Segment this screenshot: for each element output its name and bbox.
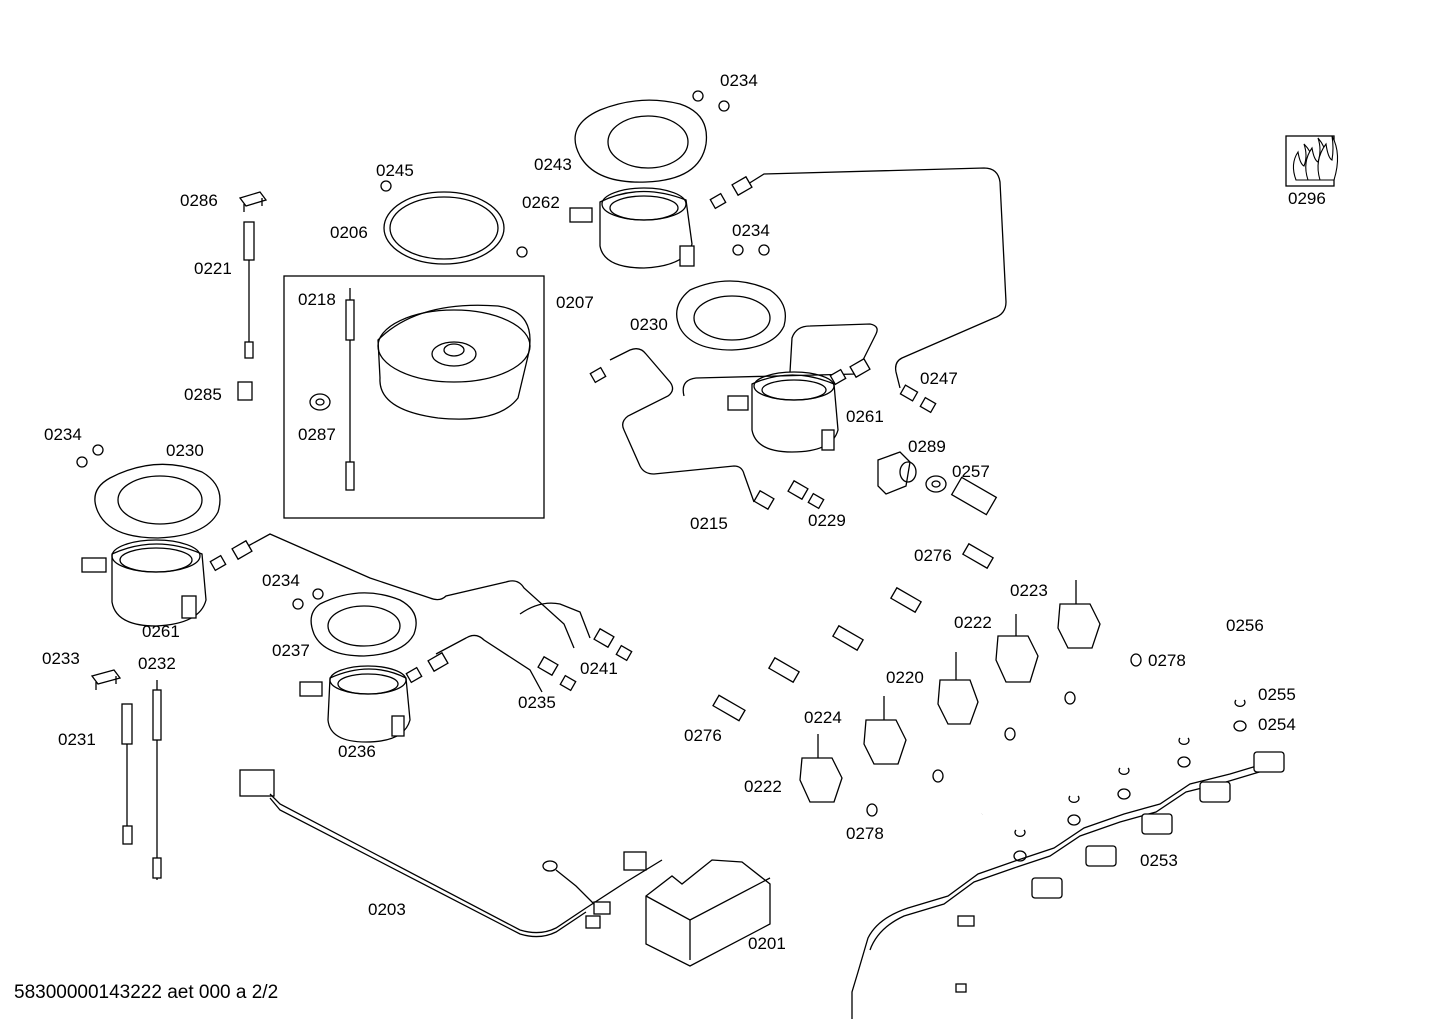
part-label-0206: 0206 xyxy=(330,223,368,242)
gasket-0243 xyxy=(574,99,708,183)
gas-valves xyxy=(799,580,1101,803)
burner-cup-0236 xyxy=(299,665,411,743)
part-label-0229: 0229 xyxy=(808,511,846,530)
gas-flame-logo xyxy=(1285,135,1339,187)
part-label-0247: 0247 xyxy=(920,369,958,388)
part-label-0241: 0241 xyxy=(580,659,618,678)
part-label-0261-right: 0261 xyxy=(846,407,884,426)
gas-pipes xyxy=(247,167,1007,693)
gasket-0206 xyxy=(383,191,505,265)
part-label-0230-upper: 0230 xyxy=(630,315,668,334)
part-label-0234-mid: 0234 xyxy=(732,221,770,240)
washer-0257 xyxy=(925,475,947,493)
part-label-0245: 0245 xyxy=(376,161,414,180)
part-label-0221: 0221 xyxy=(194,259,232,278)
o-rings xyxy=(866,653,1142,817)
screws xyxy=(76,90,770,610)
part-label-0230-left: 0230 xyxy=(166,441,204,460)
electrode-0218 xyxy=(345,288,355,491)
part-label-0253: 0253 xyxy=(1140,851,1178,870)
fittings xyxy=(209,175,937,692)
part-label-0235: 0235 xyxy=(518,693,556,712)
part-label-0278-bottom: 0278 xyxy=(846,824,884,843)
elbow-0289 xyxy=(877,451,917,495)
gasket-0237 xyxy=(310,592,417,657)
part-label-0278-right: 0278 xyxy=(1148,651,1186,670)
part-label-0222-upper: 0222 xyxy=(954,613,992,632)
gasket-0230-left xyxy=(94,463,221,539)
part-label-0254: 0254 xyxy=(1258,715,1296,734)
part-label-0289: 0289 xyxy=(908,437,946,456)
burner-cup-0262 xyxy=(569,187,695,269)
part-label-0218: 0218 xyxy=(298,290,336,309)
part-label-0231: 0231 xyxy=(58,730,96,749)
part-label-0201: 0201 xyxy=(748,934,786,953)
inset-frame xyxy=(283,275,545,519)
electrode-0232 xyxy=(152,680,162,880)
part-label-0296: 0296 xyxy=(1288,189,1326,208)
part-label-0215: 0215 xyxy=(690,514,728,533)
part-label-0234-left: 0234 xyxy=(44,425,82,444)
main-gas-rail-0256 xyxy=(950,476,1240,819)
nut-0287 xyxy=(309,393,331,411)
part-label-0287: 0287 xyxy=(298,425,336,444)
part-label-0234-top: 0234 xyxy=(720,71,758,90)
part-label-0233: 0233 xyxy=(42,649,80,668)
part-label-0220: 0220 xyxy=(886,668,924,687)
valve-screws xyxy=(712,542,995,722)
part-label-0222-lower: 0222 xyxy=(744,777,782,796)
burner-cup-0261-right xyxy=(727,371,839,453)
part-label-0223: 0223 xyxy=(1010,581,1048,600)
clips-washers-0255-0254 xyxy=(1013,699,1247,862)
igniter-harness-0253 xyxy=(851,751,1285,1019)
burner-base-0207 xyxy=(377,304,531,420)
part-label-0257: 0257 xyxy=(952,462,990,481)
electrode-0231 xyxy=(121,703,133,845)
part-label-0237: 0237 xyxy=(272,641,310,660)
part-label-0224: 0224 xyxy=(804,708,842,727)
part-label-0276-bottom: 0276 xyxy=(684,726,722,745)
part-label-0286: 0286 xyxy=(180,191,218,210)
part-label-0262: 0262 xyxy=(522,193,560,212)
part-label-0243: 0243 xyxy=(534,155,572,174)
burner-cup-0261-left xyxy=(81,539,207,627)
part-label-0232: 0232 xyxy=(138,654,176,673)
part-label-0236: 0236 xyxy=(338,742,376,761)
part-label-0261-left: 0261 xyxy=(142,622,180,641)
gasket-0230-upper xyxy=(676,280,787,351)
part-label-0285: 0285 xyxy=(184,385,222,404)
part-label-0234-lower: 0234 xyxy=(262,571,300,590)
part-label-0203: 0203 xyxy=(368,900,406,919)
part-label-0207: 0207 xyxy=(556,293,594,312)
document-id: 58300000143222 aet 000 a 2/2 xyxy=(14,982,279,1003)
thermocouple-0221 xyxy=(243,221,255,359)
part-label-0255: 0255 xyxy=(1258,685,1296,704)
clip-0233 xyxy=(90,669,122,690)
clip-0286 xyxy=(238,191,268,212)
cap-0285 xyxy=(237,381,253,401)
part-label-0256: 0256 xyxy=(1226,616,1264,635)
part-label-0276-top: 0276 xyxy=(914,546,952,565)
wiring-harness-0203 xyxy=(239,769,663,938)
spark-generator-0201 xyxy=(645,859,771,967)
